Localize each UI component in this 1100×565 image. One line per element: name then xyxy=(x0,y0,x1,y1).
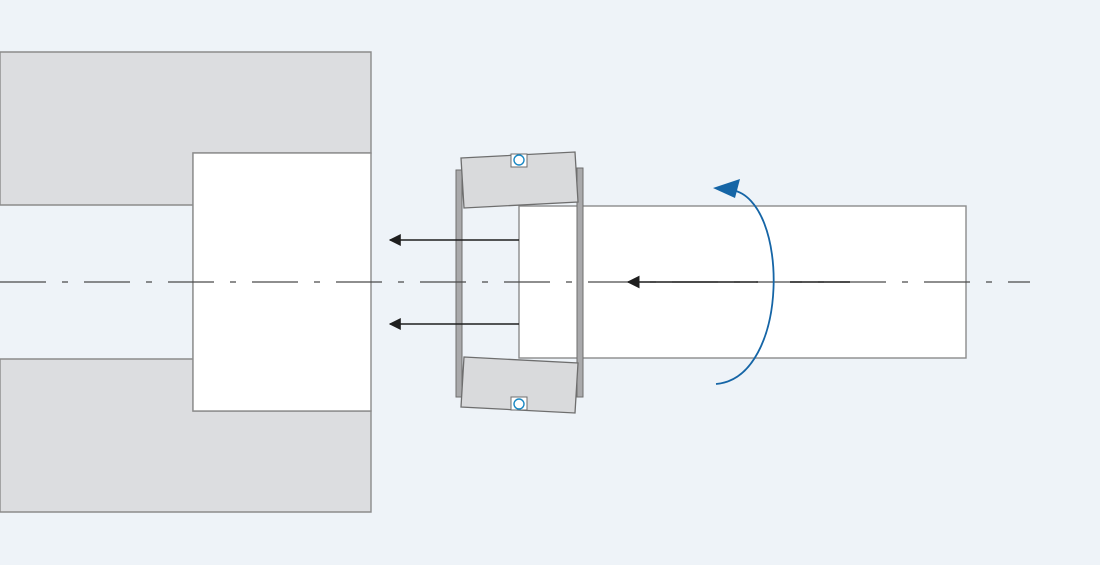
seal-dot-upper-icon xyxy=(513,154,525,166)
rotation-arrowhead-icon xyxy=(713,179,740,198)
bearing-outer-ring-right xyxy=(576,167,584,398)
seal-dot-lower-icon xyxy=(513,398,525,410)
tapered-roller-upper-icon xyxy=(460,151,579,209)
tapered-roller-lower-icon xyxy=(460,356,579,414)
bearing-outer-ring-left xyxy=(455,169,463,398)
rotation-arrow-icon xyxy=(715,189,775,385)
